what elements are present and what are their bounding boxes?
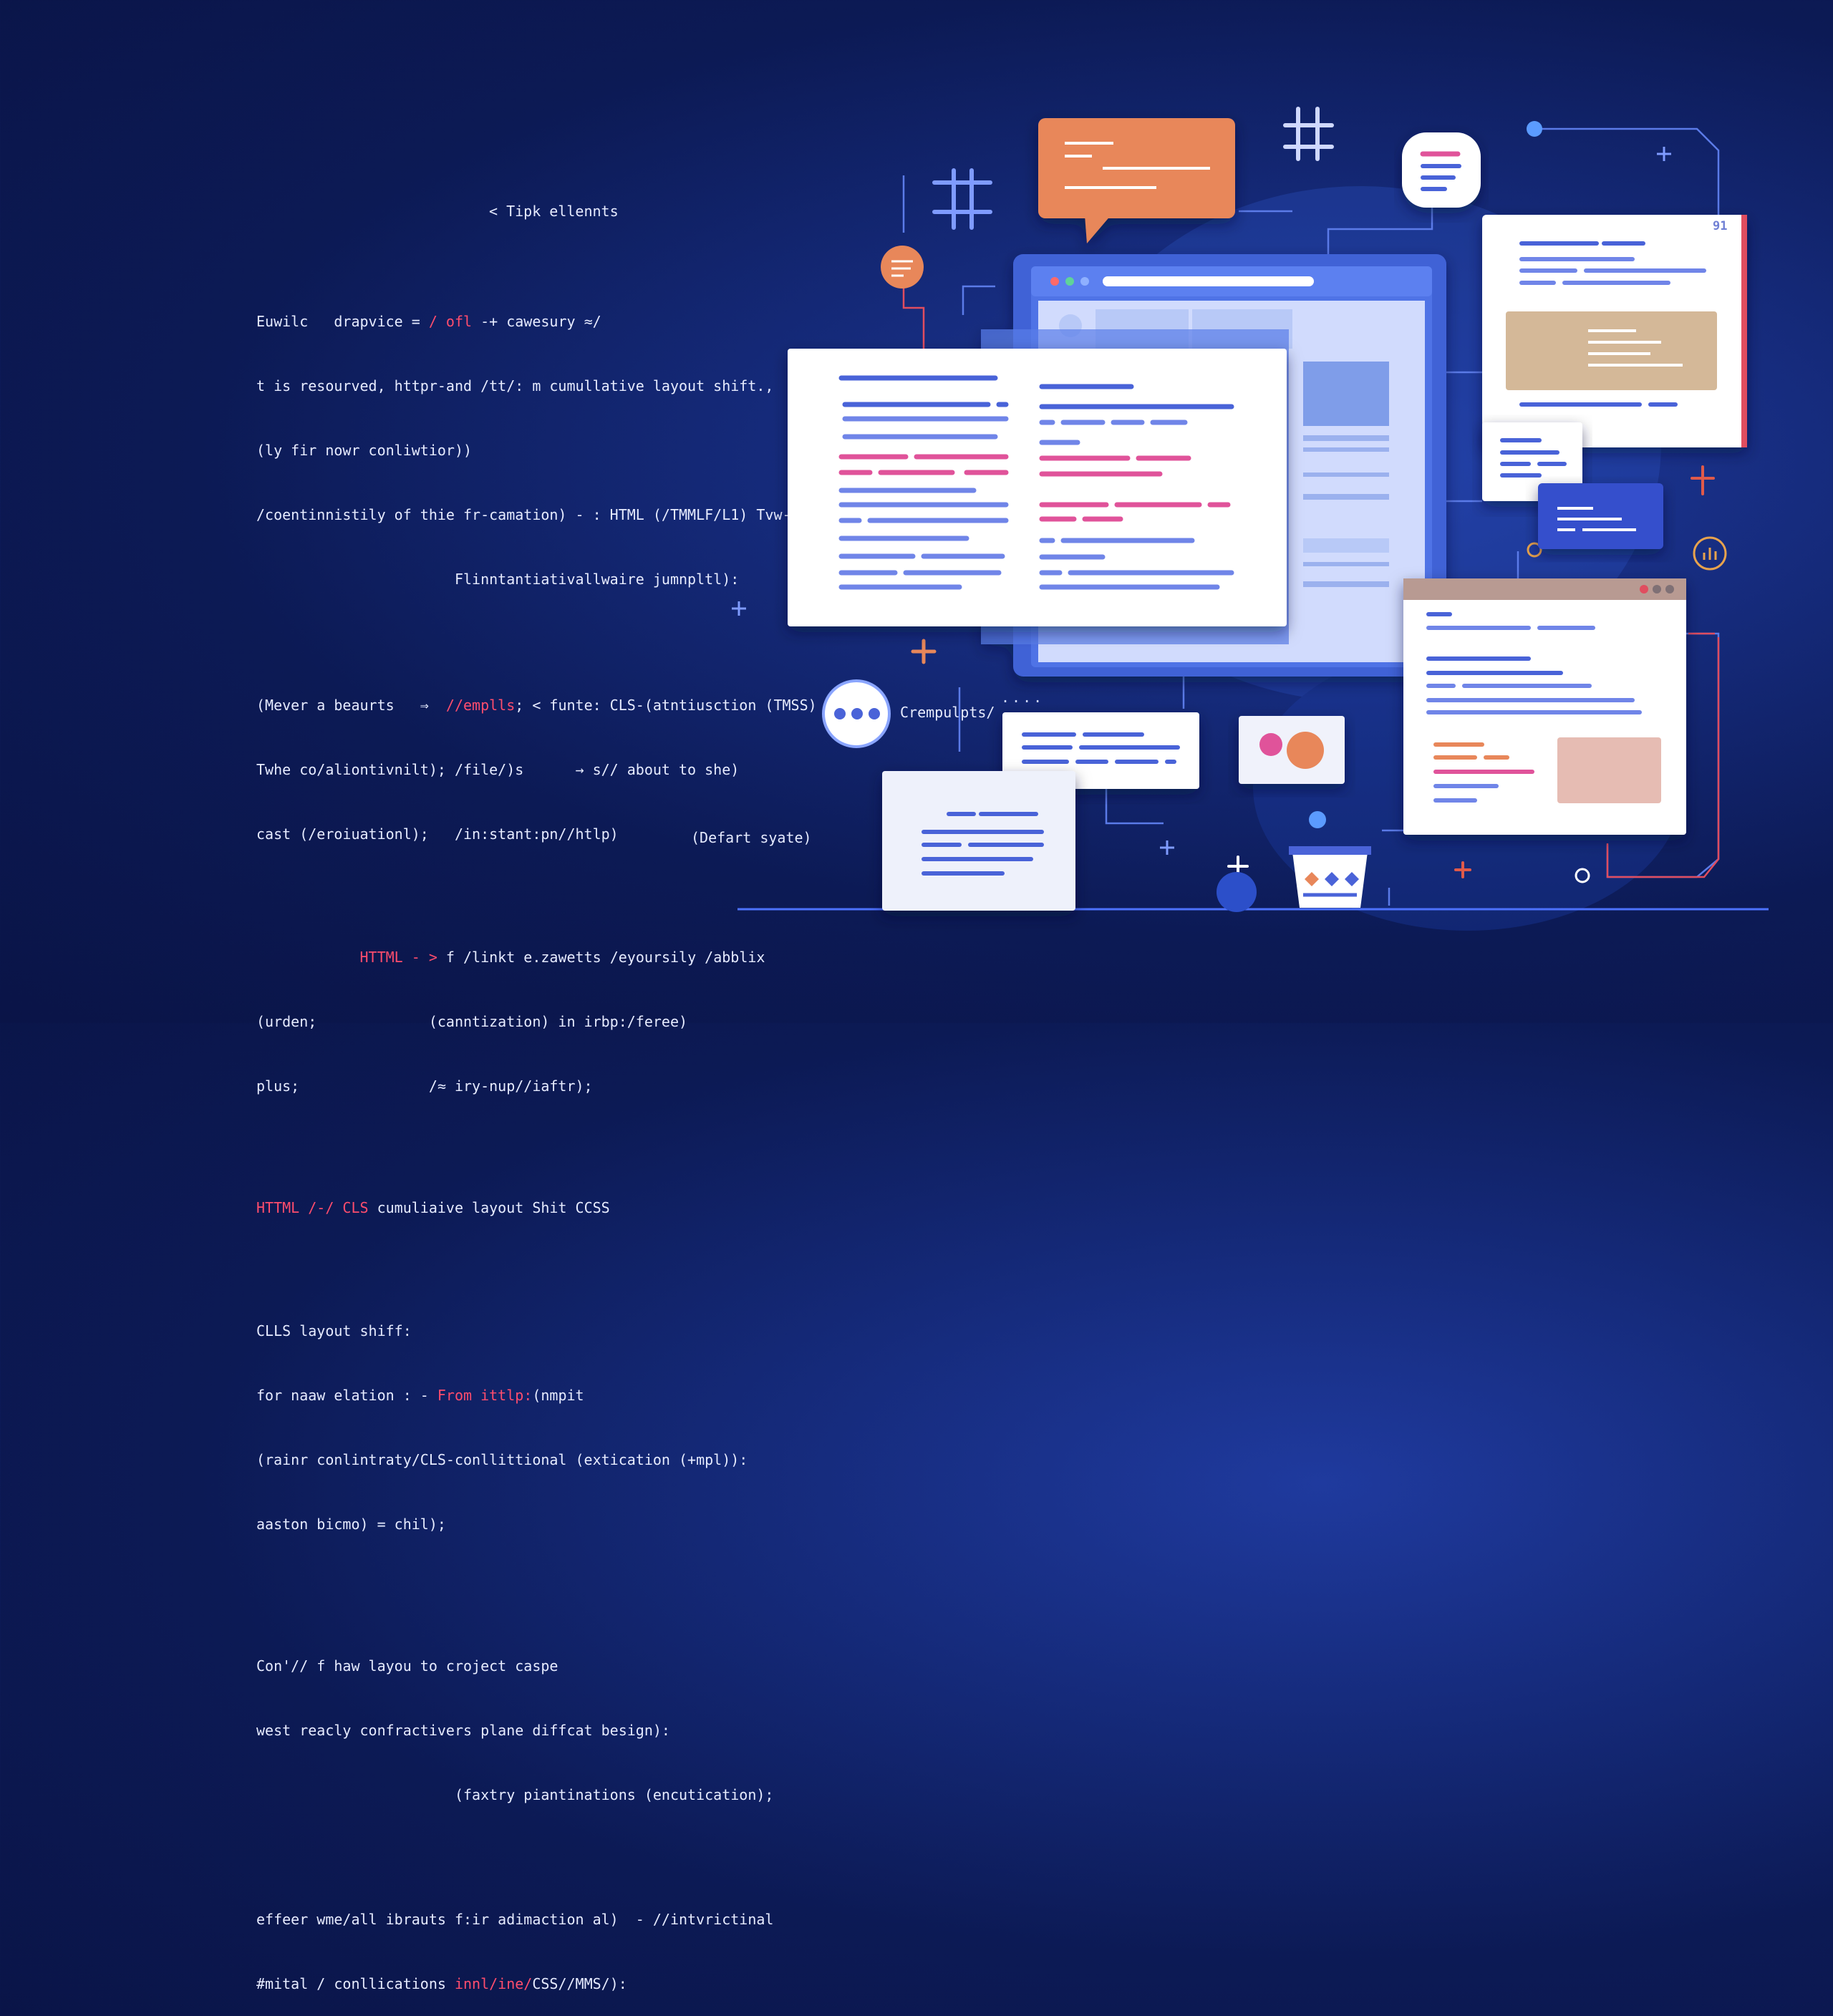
blue-card bbox=[1538, 483, 1663, 549]
toggle-card bbox=[1239, 716, 1345, 784]
document-card-bottom bbox=[882, 771, 1075, 911]
code-line: #mital / conllications innl/ine/CSS//MMS… bbox=[256, 1975, 627, 1992]
code-line: HTTML - > f /linkt e.zawetts /eyoursily … bbox=[359, 949, 765, 966]
gauge-icon bbox=[1693, 536, 1727, 571]
code-line: HTTML /-/ CLS cumuliaive layout Shit CCS… bbox=[256, 1199, 610, 1216]
code-line: cast (/eroiuationl); /in:stant:pn//htlp) bbox=[256, 825, 619, 843]
code-line: CLLS layout shiff: bbox=[256, 1322, 412, 1339]
message-icon bbox=[881, 246, 924, 289]
code-line: Flinntantiativallwaire jumnpltl): bbox=[256, 571, 740, 588]
browser-window-small bbox=[1403, 578, 1686, 835]
plus-icon bbox=[911, 639, 937, 664]
code-line: Con'// f haw layou to croject caspe bbox=[256, 1657, 558, 1675]
document-card-right bbox=[1482, 215, 1747, 447]
code-line: (ly fir nowr conliwtior)) bbox=[256, 442, 473, 459]
code-line: for naaw elation : - From ittlp:(nmpit bbox=[256, 1387, 584, 1404]
hash-icon bbox=[1283, 107, 1334, 161]
white-chat-icon bbox=[1402, 132, 1481, 208]
red-connectors bbox=[902, 286, 1720, 878]
code-title: < Tipk ellennts bbox=[489, 203, 619, 220]
orange-chat-bubble-icon bbox=[1038, 118, 1235, 243]
list-card bbox=[1002, 712, 1199, 789]
ellipsis-label: .... bbox=[1001, 689, 1045, 706]
document-card-main bbox=[788, 349, 1287, 626]
code-line: Twhe co/aliontivnilt); /file/)s → s// ab… bbox=[256, 761, 740, 778]
code-line: plus; /≈ iry-nup//iaftr); bbox=[256, 1077, 593, 1095]
code-line: aaston bicmo) = chil); bbox=[256, 1516, 446, 1533]
ellipsis-chat-icon bbox=[822, 679, 891, 748]
cup-icon bbox=[1289, 846, 1371, 908]
code-line: Euwilc drapvice = / ofl -+ cawesury ≈/ bbox=[256, 313, 601, 330]
code-line: (Mever a beaurts ⇒ //emplls; < funte: CL… bbox=[256, 697, 817, 714]
badge-number: 91 bbox=[1713, 219, 1728, 233]
caption-default-state: (Defart syate) bbox=[691, 829, 812, 846]
plus-icon bbox=[1454, 465, 1715, 878]
code-line: (rainr conlintraty/CLS-conllittional (ex… bbox=[256, 1451, 748, 1468]
code-line: effeer wme/all ibrauts f:ir adimaction a… bbox=[256, 1911, 774, 1928]
hash-icon bbox=[932, 168, 992, 230]
small-card bbox=[1482, 422, 1582, 501]
code-line: west reacly confractivers plane diffcat … bbox=[256, 1722, 670, 1739]
code-line: (faxtry piantinations (encutication); bbox=[256, 1786, 774, 1803]
crempulpts-label: Crempulpts/ bbox=[900, 704, 995, 721]
ui-illustration bbox=[732, 107, 1769, 931]
code-line: t is resourved, httpr-and /tt/: m cumull… bbox=[256, 377, 774, 394]
ball-icon bbox=[1217, 872, 1257, 912]
